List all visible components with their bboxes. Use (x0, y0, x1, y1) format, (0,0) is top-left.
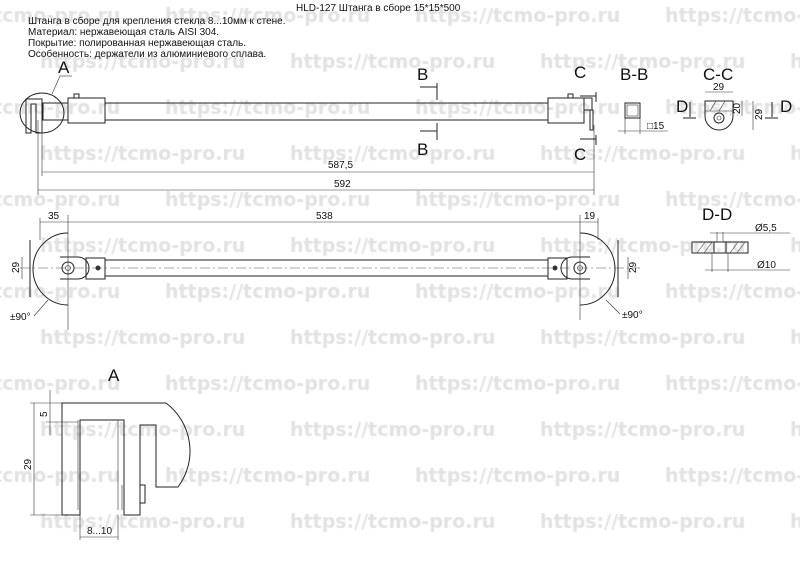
section-b-label: B (417, 65, 428, 84)
section-d-label: D (676, 97, 688, 116)
dim-a-5: 5 (39, 411, 50, 417)
detail-a-title: A (108, 366, 120, 385)
section-bb-label: B-B (620, 65, 648, 84)
dim-height-29: 29 (754, 108, 765, 120)
note-line: Штанга в сборе для крепления стекла 8...… (28, 16, 286, 27)
section-bb: B-B □15 (618, 65, 668, 134)
rod (104, 102, 549, 121)
section-dd-label: D-D (702, 205, 732, 224)
section-dd: D-D Ø5,5 Ø10 (691, 205, 790, 272)
spec-notes: Штанга в сборе для крепления стекла 8...… (28, 16, 286, 60)
section-c-label: C (574, 145, 586, 164)
section-b-label: B (417, 140, 428, 159)
right-rotation-arc (579, 232, 616, 306)
dim-height-20: 20 (732, 102, 743, 114)
left-connector (67, 97, 106, 124)
detail-a: A 29 5 8...10 (23, 366, 191, 540)
drawing-title: HLD-127 Штанга в сборе 15*15*500 (296, 3, 461, 14)
dim-19: 19 (584, 211, 596, 222)
front-view: 35 538 19 29 29 ±90° ±90° (10, 211, 643, 330)
rotation-left: ±90° (10, 312, 31, 323)
dim-dia-10: Ø10 (757, 260, 776, 271)
dim-glass-8-10: 8...10 (87, 526, 112, 537)
note-line: Материал: нержавеющая сталь AISI 304. (28, 27, 220, 38)
note-line: Особенность: держатели из алюминиевого с… (28, 49, 267, 60)
left-rotation-arc (32, 232, 69, 306)
dim-35: 35 (48, 211, 60, 222)
right-connector (547, 97, 585, 124)
dim-width-29: 29 (713, 82, 725, 93)
detail-a-label: A (58, 58, 70, 77)
dim-592: 592 (334, 179, 351, 190)
note-line: Покрытие: полированная нержавеющая сталь… (28, 38, 247, 49)
wall-clamp (25, 98, 43, 134)
section-c-label: C (574, 63, 586, 82)
rotation-right: ±90° (622, 310, 643, 321)
dim-height-29-right: 29 (628, 261, 639, 273)
dim-height-29-left: 29 (11, 261, 22, 273)
section-cc-label: C-C (703, 65, 733, 84)
dim-square-15: □15 (647, 121, 665, 132)
dim-dia-5-5: Ø5,5 (755, 223, 777, 234)
dim-a-29: 29 (23, 458, 34, 470)
dim-538: 538 (316, 211, 333, 222)
right-sleeve (547, 257, 568, 280)
section-cc: C-C 29 20 29 D D (676, 65, 792, 131)
dim-587-5: 587,5 (328, 160, 353, 171)
section-d-label: D (780, 97, 792, 116)
top-view: A B B C C 587,5 592 (19, 58, 597, 195)
